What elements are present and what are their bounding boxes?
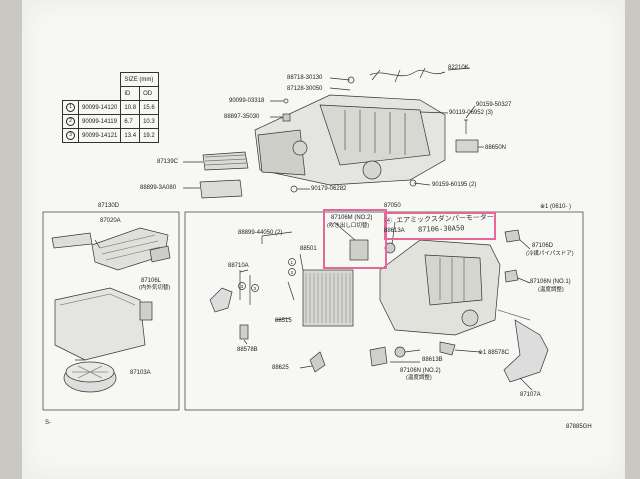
part-description: (内外気切替) — [139, 285, 171, 291]
handwritten-part-number: 87106-30A50 — [417, 224, 465, 234]
table-row: 2 90099-14119 6.7 10.3 — [62, 114, 159, 129]
part-label: 87107A — [520, 392, 541, 398]
part-label: 88515 — [275, 318, 292, 324]
part-label: 87103A — [130, 370, 151, 376]
id-cell: 6.7 — [120, 114, 141, 129]
svg-text:3: 3 — [241, 284, 244, 289]
box-title: 87130D — [98, 203, 120, 209]
od-cell: 15.6 — [139, 100, 159, 115]
part-label: 88578B — [237, 347, 258, 353]
serial-note: ※1 (0610- ) — [540, 204, 572, 210]
part-label: 87106D — [532, 243, 554, 249]
part-label: 87106M (NO.2) — [331, 215, 373, 221]
part-label: 87020A — [100, 218, 121, 224]
part-label: 88897-35030 — [224, 114, 260, 120]
size-table-header: SIZE (mm) — [120, 72, 159, 87]
highlight-box — [384, 212, 496, 240]
part-label: 88501 — [300, 246, 317, 252]
svg-text:3: 3 — [254, 286, 257, 291]
part-label: 88625 — [272, 365, 289, 371]
part-label: 87128-30050 — [287, 86, 323, 92]
row-number: 3 — [66, 131, 75, 140]
part-description: (温度調整) — [538, 287, 564, 293]
part-label: ※1 88578C — [478, 350, 510, 356]
part-label: 90159-50327 — [476, 102, 512, 108]
part-label: 88650N — [485, 145, 507, 151]
part-label: 88718-30130 — [287, 75, 323, 81]
size-table-id-header: ID — [120, 86, 141, 101]
part-label: 87106L — [141, 278, 162, 284]
footer-code: 87885GH — [566, 424, 592, 430]
part-description: (吹き出し口切替) — [327, 223, 370, 229]
table-row: 1 90099-14120 10.8 15.6 — [62, 100, 159, 115]
part-label: 87106N (NO.2) — [400, 368, 441, 374]
part-description: (温度調整) — [406, 375, 432, 381]
size-table-od-header: OD — [139, 86, 159, 101]
part-number-cell: 90099-14119 — [77, 114, 122, 129]
part-label: 82210K — [448, 65, 469, 71]
row-number: 2 — [66, 117, 75, 126]
od-cell: 10.3 — [139, 114, 159, 129]
od-cell: 19.2 — [139, 128, 159, 143]
footer-left: S- — [45, 420, 51, 426]
part-label: 90179-06282 — [311, 186, 347, 192]
id-cell: 13.4 — [120, 128, 141, 143]
part-label: 87106N (NO.1) — [530, 279, 571, 285]
id-cell: 10.8 — [120, 100, 141, 115]
part-label: 90119-06952 (3) — [449, 110, 493, 116]
part-label: 90159-60195 (2) — [432, 182, 477, 188]
size-table: SIZE (mm) ID OD 1 90099-14120 10.8 15.6 … — [62, 72, 159, 143]
part-number-cell: 90099-14120 — [77, 100, 122, 115]
part-label: 88710A — [228, 263, 249, 269]
part-label: 88899-44050 (2) — [238, 230, 283, 236]
part-label: 87139C — [157, 159, 179, 165]
table-row: 3 90099-14121 13.4 19.2 — [62, 128, 159, 143]
svg-text:1: 1 — [291, 260, 294, 265]
part-description: (冷媒パイパスドア) — [526, 251, 574, 257]
part-number-cell: 90099-14121 — [77, 128, 122, 143]
box-title: 87050 — [384, 203, 401, 209]
part-label: 88613A — [384, 228, 405, 234]
part-label: 90099-03318 — [229, 98, 265, 104]
row-number: 1 — [66, 103, 75, 112]
part-label: 88899-3A080 — [140, 185, 177, 191]
svg-text:3: 3 — [291, 270, 294, 275]
part-label: 88613B — [422, 357, 443, 363]
